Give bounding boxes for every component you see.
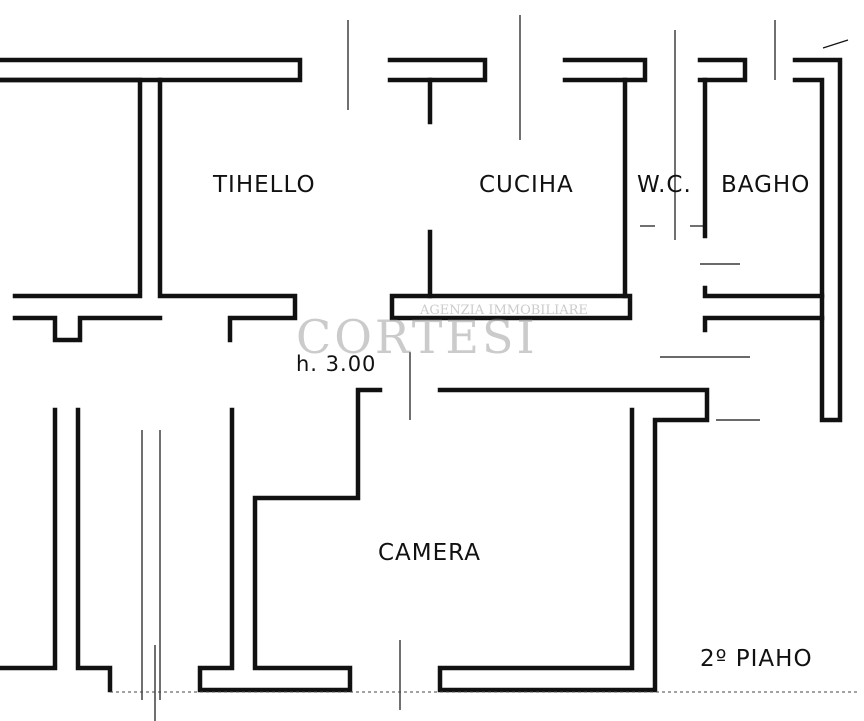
room-label-wc: W.C. — [637, 172, 692, 198]
ceiling-height-note: h. 3.00 — [296, 352, 377, 376]
room-label-bagno: BAGHO — [721, 172, 811, 198]
watermark-name: CORTESI — [296, 310, 538, 364]
reference-lines — [141, 15, 849, 721]
top-wall — [0, 57, 843, 423]
floor-label: 2º PIAHO — [700, 646, 813, 672]
watermark-agency: AGENZIA IMMOBILIARE — [420, 303, 588, 318]
left-walls — [0, 77, 298, 343]
room-label-tinello: TIHELLO — [213, 172, 316, 198]
interior-partitions — [389, 77, 825, 333]
room-label-cucina: CUCIHA — [479, 172, 574, 198]
room-label-camera: CAMERA — [378, 540, 481, 566]
camera-walls — [197, 387, 710, 693]
lower-left-walls — [0, 407, 113, 693]
